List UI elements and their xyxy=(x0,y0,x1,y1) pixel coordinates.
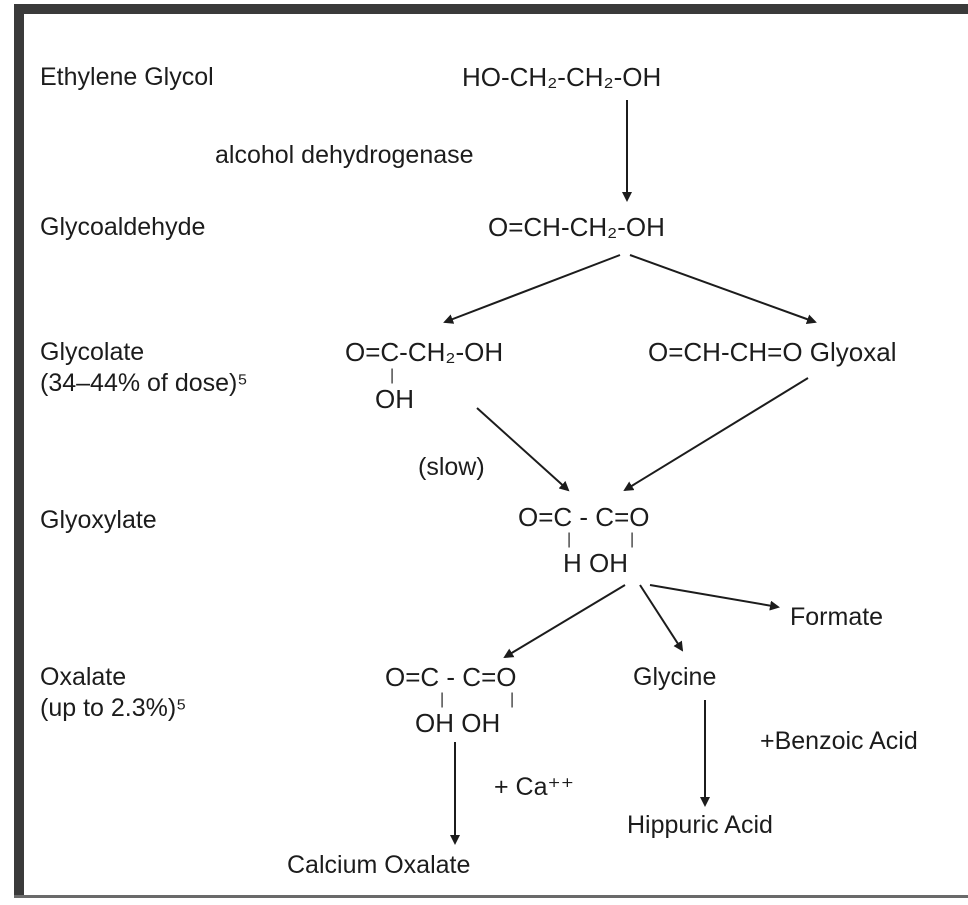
bond-glyoxylate-right: | xyxy=(630,531,635,548)
label-calcium-ion: + Ca⁺⁺ xyxy=(494,773,574,801)
label-oxalate: Oxalate xyxy=(40,663,127,691)
formula-glycolate-sub: OH xyxy=(375,384,414,414)
label-benzoic-acid: +Benzoic Acid xyxy=(760,727,918,755)
label-glycolate: Glycolate xyxy=(40,338,145,366)
label-oxalate-note: (up to 2.3%)⁵ xyxy=(40,694,187,722)
arrow-glycolate-to-glyoxylate xyxy=(476,407,570,492)
formula-glycolate: O=C-CH₂-OH xyxy=(345,337,504,367)
label-hippuric-acid: Hippuric Acid xyxy=(627,811,773,839)
bond-oxalate-left: | xyxy=(440,691,445,708)
label-glyoxylate: Glyoxylate xyxy=(40,506,157,534)
arrow-glyoxylate-to-glycine xyxy=(639,584,684,652)
arrow-glycoaldehyde-to-glyoxal xyxy=(629,254,817,324)
frame-bottom-border xyxy=(14,895,968,898)
label-ethylene-glycol: Ethylene Glycol xyxy=(40,63,214,91)
formula-oxalate: O=C - C=O xyxy=(385,662,517,692)
arrow-glyoxylate-to-oxalate xyxy=(503,584,626,659)
formula-glyoxal: O=CH-CH=O Glyoxal xyxy=(648,337,897,367)
formula-glyoxylate: O=C - C=O xyxy=(518,502,650,532)
frame-left-border xyxy=(14,4,24,898)
bond-glycolate: | xyxy=(390,367,395,384)
formula-glyoxylate-sub: H OH xyxy=(563,548,628,578)
bond-glyoxylate-left: | xyxy=(567,531,572,548)
label-slow: (slow) xyxy=(418,453,485,481)
label-calcium-oxalate: Calcium Oxalate xyxy=(287,851,471,879)
bond-oxalate-right: | xyxy=(510,691,515,708)
arrow-glyoxylate-to-formate xyxy=(649,584,780,611)
arrow-glycoaldehyde-to-glycolate xyxy=(443,254,621,324)
formula-oxalate-sub: OH OH xyxy=(415,708,501,738)
label-glycine: Glycine xyxy=(633,663,717,691)
arrow-glyoxal-to-glyoxylate xyxy=(623,377,809,492)
frame-top-border xyxy=(14,4,968,14)
label-glycolate-note: (34–44% of dose)⁵ xyxy=(40,369,248,397)
label-enzyme: alcohol dehydrogenase xyxy=(215,141,474,169)
label-glycoaldehyde: Glycoaldehyde xyxy=(40,213,206,241)
formula-ethylene-glycol: HO-CH₂-CH₂-OH xyxy=(462,62,662,92)
formula-glycoaldehyde: O=CH-CH₂-OH xyxy=(488,212,665,242)
label-formate: Formate xyxy=(790,603,884,631)
